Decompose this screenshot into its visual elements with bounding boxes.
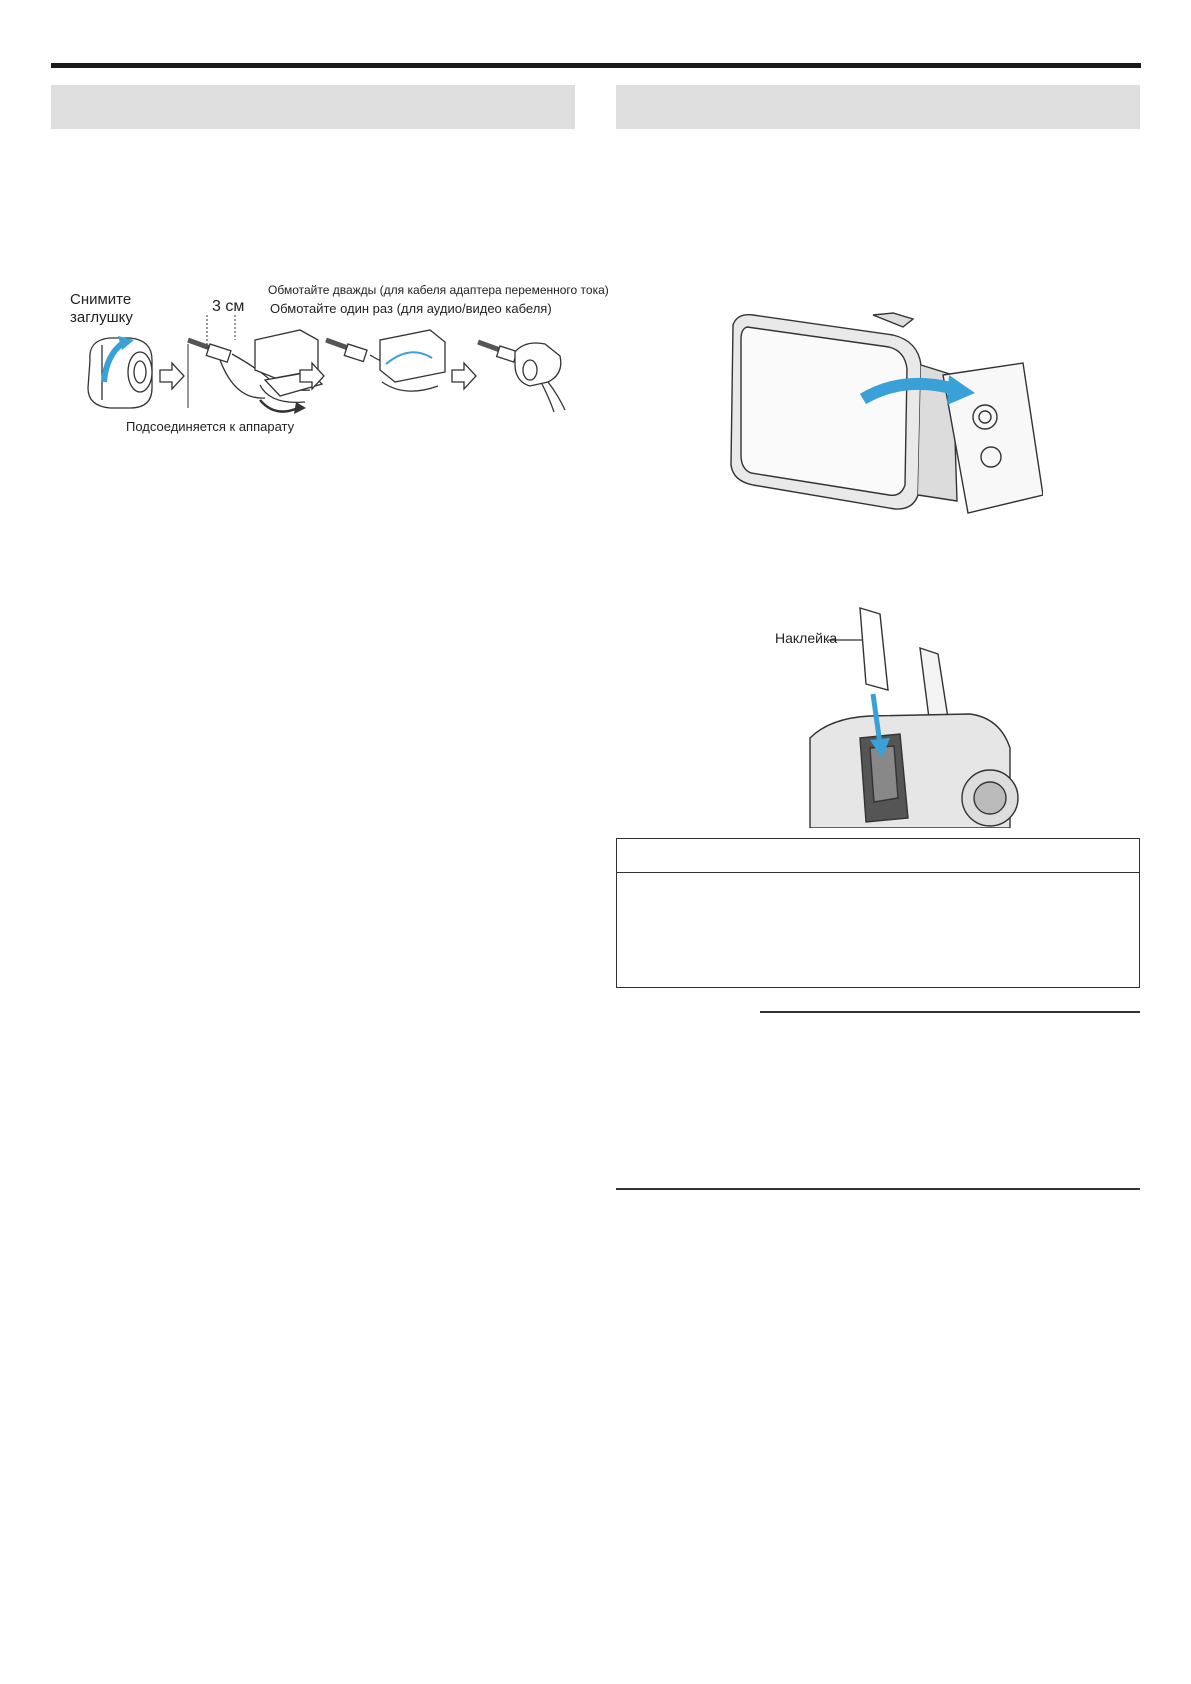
closed-core-illustration [477,339,566,413]
step-arrow-icon [299,361,325,391]
step-arrow-icon [451,361,477,391]
step-arrow-icon [159,361,185,391]
distance-label: 3 см [212,298,245,315]
insert-arrow-head-icon [870,738,890,758]
note-box-header [617,839,1139,873]
right-section-header [616,85,1140,129]
sd-card-drawing [809,607,1019,829]
open-core-illustration [187,329,324,404]
insert-arrow-icon [870,693,883,745]
ferrite-core-drawing [87,315,566,414]
remove-cap-label-line2: заглушку [70,309,133,326]
open-cover-arrow-head-icon [947,375,975,405]
left-section-header [51,85,575,129]
wrap-arrow-head-icon [294,402,306,414]
sd-card-icon [859,607,889,691]
open-cover-arrow-icon [859,377,957,405]
wrap-twice-label: Обмотайте дважды (для кабеля адаптера пе… [268,283,609,297]
core-cap-illustration [87,337,153,409]
wrap-line-icon [385,351,433,365]
caution-rule-bottom [616,1188,1140,1190]
wrap-arrow-icon [259,399,299,413]
wrap-once-label: Обмотайте один раз (для аудио/видео кабе… [270,301,552,316]
sd-card-insert-figure: Наклейка [770,598,1040,829]
camcorder-slot-figure [713,305,1044,545]
caution-rule-top [760,1011,1140,1013]
remove-cap-label: Снимите [70,291,132,308]
ferrite-core-figure: Снимите заглушку 3 см Обмотайте дважды (… [60,283,609,440]
lift-arrow-head-icon [118,336,134,350]
note-box [616,838,1140,988]
top-rule [51,63,1141,68]
slot-cover-illustration [942,362,1044,514]
connect-to-unit-label: Подсоединяется к аппарату [126,419,295,434]
camcorder-drawing [730,312,1044,514]
sticker-label: Наклейка [775,630,838,646]
wrapped-core-illustration [325,329,446,392]
